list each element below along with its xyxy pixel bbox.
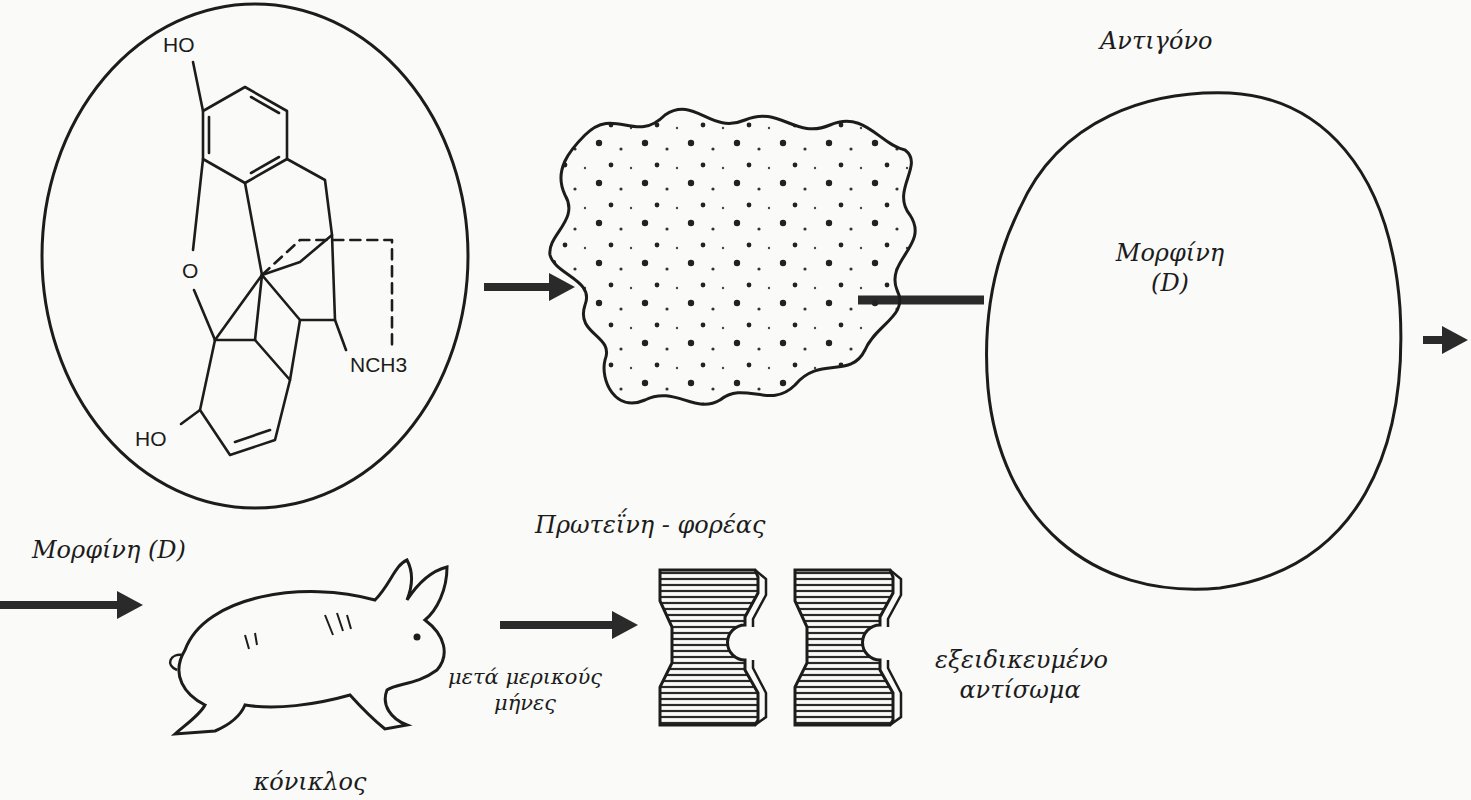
- node-caption: Πρωτεΐνη - φορέας: [535, 510, 805, 540]
- atom-label: HO: [163, 32, 213, 58]
- hapten-circle: HOONCH3HOΜορφίνη (D): [40, 2, 470, 510]
- atom-label: HO: [135, 426, 185, 452]
- node-caption: κόνικλος: [225, 767, 395, 797]
- node-label: Μορφίνη (D): [1095, 238, 1245, 298]
- rabbit: κόνικλος: [145, 555, 460, 745]
- node-caption: Μορφίνη (D): [32, 535, 252, 565]
- carrier-protein: Πρωτεΐνη - φορέας: [545, 95, 920, 415]
- hapten-circle-outline: [40, 2, 470, 510]
- antibody-pair-outline: [640, 565, 905, 730]
- atom-label: NCH3: [350, 352, 440, 378]
- node-caption: εξειδικευμένο αντίσωμα: [935, 645, 1105, 705]
- arrow-head: [612, 611, 638, 639]
- connector-line: [484, 283, 553, 291]
- group-label: Αντιγόνο: [1100, 26, 1212, 56]
- flow-arrow: [500, 611, 638, 639]
- connector-line: [500, 621, 618, 629]
- atom-label: O: [182, 258, 206, 284]
- arrow-head: [1442, 326, 1468, 354]
- rabbit-outline: [145, 555, 460, 745]
- flow-arrow: [484, 273, 575, 301]
- antigen-circle: Μορφίνη (D): [980, 88, 1405, 592]
- antigen-circle-outline: [980, 88, 1405, 592]
- arrow-head: [117, 591, 143, 619]
- carrier-protein-outline: [545, 95, 920, 415]
- edge-label: μετά μερικούς μήνες: [440, 664, 610, 717]
- antibody-pair: εξειδικευμένο αντίσωμα: [640, 565, 905, 730]
